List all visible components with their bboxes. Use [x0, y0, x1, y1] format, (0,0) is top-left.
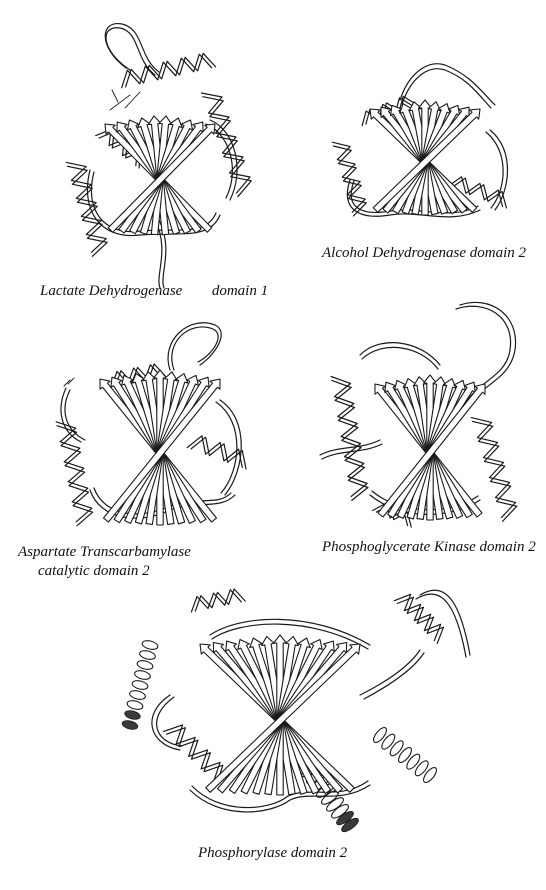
phosphorylase-domain2-figure	[110, 575, 510, 845]
atc-caption-name: Aspartate Transcarbamylase	[18, 544, 191, 560]
ldh-caption-domain: domain 1	[211, 283, 269, 299]
atc-strands	[99, 369, 221, 526]
adh-helix-right	[447, 176, 507, 209]
ldh-helix-top	[121, 52, 217, 89]
atc-helix-right	[186, 435, 247, 470]
adh-domain2-figure	[330, 60, 530, 240]
phosphorylase-caption: Phosphorylase domain 2	[198, 844, 347, 863]
beta-strand-arrow	[102, 378, 221, 523]
phosphorylase-strands	[199, 634, 361, 796]
atc-helix-left	[55, 421, 94, 527]
atc-helix-top	[110, 363, 166, 388]
pgk-domain2-figure	[319, 295, 535, 535]
ldh-beta-sheet	[104, 115, 216, 236]
adh-helices	[331, 95, 507, 217]
phosphorylase-loops	[151, 589, 471, 813]
atc-caption-domain: catalytic domain 2	[38, 563, 150, 579]
adh-ribbon-diagram	[331, 63, 509, 218]
pgk-helices	[330, 375, 518, 528]
adh-caption: Alcohol Dehydrogenase domain 2	[322, 244, 526, 263]
phosphorylase-helix-top-right	[393, 593, 445, 645]
phosphorylase-coil-right	[373, 726, 437, 784]
atc-caption: Aspartate Transcarbamylase catalytic dom…	[18, 543, 191, 581]
pgk-strands	[374, 374, 486, 521]
atc-ribbon-diagram	[55, 322, 247, 527]
ldh-caption-name: Lactate Dehydrogenase	[40, 283, 183, 299]
ldh-caption: Lactate Dehydrogenase domain 1	[40, 282, 268, 301]
phosphorylase-coil-left	[121, 640, 159, 730]
atc-beta-sheet	[99, 369, 221, 526]
ldh-domain1-figure	[60, 20, 280, 295]
phosphorylase-ribbon-diagram	[121, 588, 471, 833]
pgk-caption-text: Phosphoglycerate Kinase domain 2	[322, 539, 536, 555]
phosphorylase-caption-text: Phosphorylase domain 2	[198, 845, 348, 861]
adh-strands	[369, 99, 481, 216]
phosphorylase-beta-sheet	[199, 634, 361, 796]
atc-helices	[55, 363, 247, 527]
phosphorylase-helices	[121, 588, 445, 833]
beta-strand-arrow	[107, 123, 216, 233]
ldh-helix-right	[200, 92, 252, 198]
pgk-helix-right	[470, 417, 518, 522]
phosphorylase-helix-lower-left	[163, 724, 224, 785]
phosphorylase-helix-top	[190, 588, 246, 613]
adh-beta-sheet	[369, 99, 481, 216]
pgk-helix-left	[330, 375, 369, 501]
pgk-caption: Phosphoglycerate Kinase domain 2	[322, 538, 536, 557]
ldh-ribbon-diagram	[65, 23, 252, 289]
atc-domain2-figure	[50, 310, 280, 540]
pgk-beta-sheet	[374, 374, 486, 521]
pgk-ribbon-diagram	[319, 301, 518, 528]
ldh-strands	[104, 115, 216, 236]
adh-helix-left	[331, 141, 367, 217]
beta-strand-arrow	[377, 383, 486, 518]
adh-caption-text: Alcohol Dehydrogenase domain 2	[322, 245, 526, 261]
ldh-helix-left	[65, 161, 108, 257]
beta-strand-arrow	[372, 108, 481, 213]
beta-strand-arrow	[205, 643, 361, 793]
